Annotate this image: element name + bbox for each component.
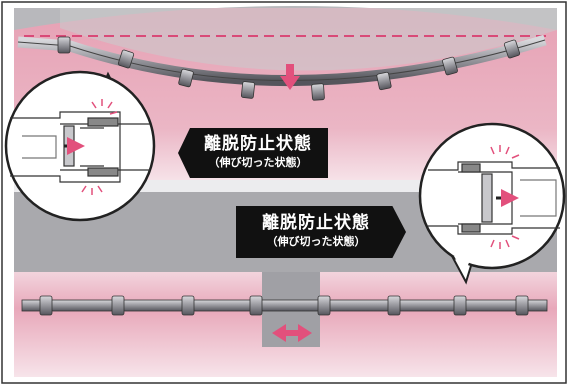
joint [503, 39, 521, 59]
callout-label-right: 離脱防止状態 （伸び切った状態） [236, 206, 406, 258]
joint [515, 295, 529, 316]
joint [453, 295, 467, 316]
callout-label-left: 離脱防止状態 （伸び切った状態） [178, 128, 328, 178]
upper-pipe-joints [57, 36, 521, 101]
joint [178, 68, 194, 88]
joint [117, 49, 135, 69]
right-bubble-mask [454, 256, 472, 274]
down-arrow-icon [280, 64, 300, 90]
joint [181, 295, 195, 316]
joint [311, 83, 325, 101]
joint [387, 295, 401, 316]
joint [317, 295, 331, 316]
pink-burst-icon [81, 99, 118, 195]
left-bubble-mask [96, 80, 118, 96]
joint [249, 295, 263, 316]
pink-burst-icon [490, 145, 520, 249]
joint [111, 295, 125, 316]
right-joint-detail [428, 161, 560, 235]
callout-title: 離脱防止状態 [262, 213, 370, 233]
left-zoom-circle [4, 70, 156, 222]
left-joint-detail [10, 111, 150, 183]
joint [39, 295, 53, 316]
joint [442, 56, 458, 76]
upper-settlement-zone [60, 8, 557, 71]
lower-pipe [21, 299, 548, 312]
callout-subtitle: （伸び切った状態） [266, 235, 366, 248]
joint [376, 71, 392, 91]
joint [57, 36, 71, 54]
callout-subtitle: （伸び切った状態） [208, 156, 308, 169]
double-arrow-icon [272, 324, 312, 342]
lower-pipe-joints [39, 295, 529, 316]
callout-title: 離脱防止状態 [204, 134, 312, 154]
joint [240, 81, 256, 99]
